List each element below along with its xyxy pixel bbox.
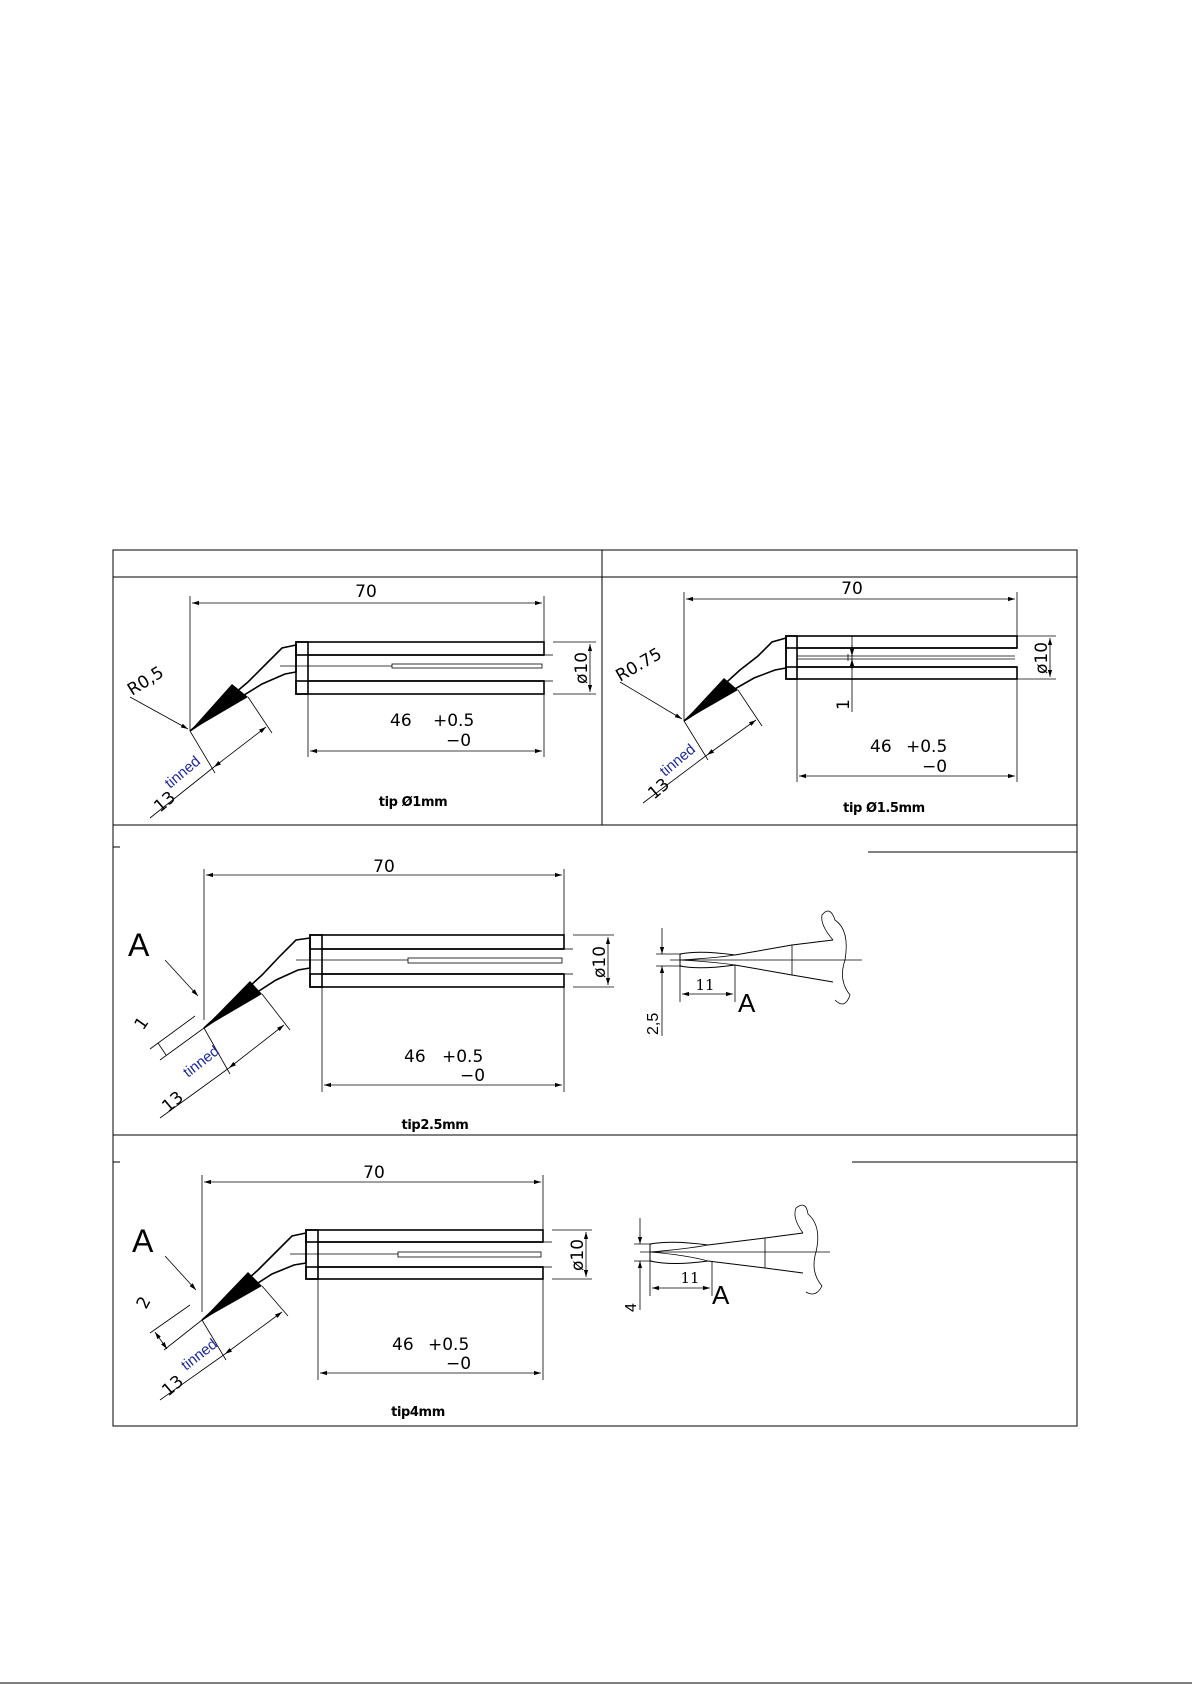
tip-body [202, 1230, 552, 1320]
tolerance-upper: +0.5 [428, 1335, 469, 1355]
radius-dimension: R0.75 [613, 644, 666, 686]
tip-drawing-1: 70 ø10 46 +0.5 −0 R0,5 13 tinned tip Ø1m… [124, 582, 596, 818]
detail-width-dimension: 2,5 [645, 1013, 662, 1035]
tolerance-lower: −0 [446, 1354, 471, 1374]
tip-body [204, 935, 573, 1028]
table-frame [113, 550, 1077, 1426]
inner-length-dimension: 46 [870, 737, 892, 757]
length-dimension: 70 [373, 857, 395, 877]
tolerance-upper: +0.5 [433, 711, 474, 731]
tip-drawing-4: 70 ø10 46 +0.5 −0 A 2 13 tinned tip4mm [132, 1163, 830, 1420]
length-dimension: 70 [841, 579, 863, 599]
tip-drawing-3: 70 ø10 46 +0.5 −0 A 1 13 tinned tip2.5mm [128, 857, 862, 1133]
detail-view-a: 4 11 A [623, 1205, 830, 1312]
diameter-dimension: ø10 [568, 1239, 588, 1271]
slot-dimension: 1 [834, 699, 854, 710]
tip-body [190, 642, 553, 731]
tinned-label: tinned [178, 1336, 221, 1375]
tinned-label: tinned [180, 1043, 223, 1082]
radius-dimension: R0,5 [124, 663, 168, 701]
tip-width-dimension: 1 [131, 1014, 154, 1034]
detail-width-dimension: 4 [623, 1303, 640, 1312]
inner-length-dimension: 46 [392, 1335, 414, 1355]
diameter-dimension: ø10 [1032, 642, 1052, 674]
diameter-dimension: ø10 [590, 946, 610, 978]
tinned-length: 13 [158, 1372, 187, 1401]
tolerance-lower: −0 [922, 757, 947, 777]
detail-view-a: 2,5 11 A [645, 911, 862, 1036]
drawing-caption: tip Ø1mm [379, 795, 448, 810]
detail-length-dimension: 11 [695, 976, 714, 994]
drawing-caption: tip Ø1.5mm [843, 801, 925, 816]
drawing-caption: tip2.5mm [402, 1118, 469, 1133]
detail-view-label: A [712, 1280, 730, 1310]
tinned-label: tinned [162, 753, 204, 792]
inner-length-dimension: 46 [404, 1047, 426, 1067]
tinned-length: 13 [150, 788, 179, 817]
tolerance-lower: −0 [460, 1066, 485, 1086]
tinned-length: 13 [644, 775, 673, 804]
diameter-dimension: ø10 [572, 652, 592, 684]
inner-length-dimension: 46 [390, 711, 412, 731]
tinned-label: tinned [657, 741, 699, 780]
tolerance-upper: +0.5 [906, 737, 947, 757]
length-dimension: 70 [355, 582, 377, 602]
tinned-length: 13 [158, 1088, 187, 1117]
tolerance-upper: +0.5 [442, 1047, 483, 1067]
detail-view-label: A [738, 988, 756, 1018]
view-label: A [132, 1223, 154, 1259]
tolerance-lower: −0 [446, 731, 471, 751]
tip-drawing-2: 70 ø10 1 46 +0.5 −0 R0.75 13 tinned tip … [613, 579, 1057, 816]
detail-length-dimension: 11 [680, 1269, 699, 1287]
tip-width-dimension: 2 [133, 1293, 156, 1312]
length-dimension: 70 [363, 1163, 385, 1183]
drawing-caption: tip4mm [391, 1405, 445, 1420]
view-label: A [128, 927, 150, 963]
